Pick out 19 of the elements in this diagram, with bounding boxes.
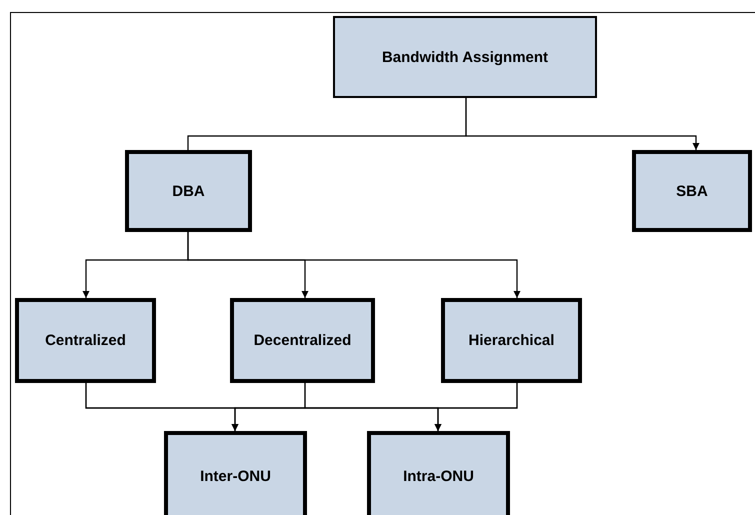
category-box <box>632 150 752 232</box>
category-box <box>441 298 582 383</box>
category-label: DBA <box>172 182 205 200</box>
category-label: Decentralized <box>254 332 352 349</box>
category-label: Hierarchical <box>468 332 554 349</box>
category-box <box>15 298 156 383</box>
category-label: SBA <box>676 182 708 200</box>
connector-arrow <box>465 98 700 150</box>
connector-arrow <box>434 383 518 431</box>
category-box <box>164 431 307 515</box>
category-box <box>367 431 510 515</box>
category-box <box>333 16 597 98</box>
category-label: Bandwidth Assignment <box>382 48 548 66</box>
category-label: Inter-ONU <box>200 468 271 484</box>
category-label: Intra-ONU <box>403 468 474 484</box>
category-box <box>230 298 375 383</box>
connector-arrow <box>187 232 520 298</box>
category-box <box>125 150 252 232</box>
category-label: Centralized <box>45 332 126 349</box>
